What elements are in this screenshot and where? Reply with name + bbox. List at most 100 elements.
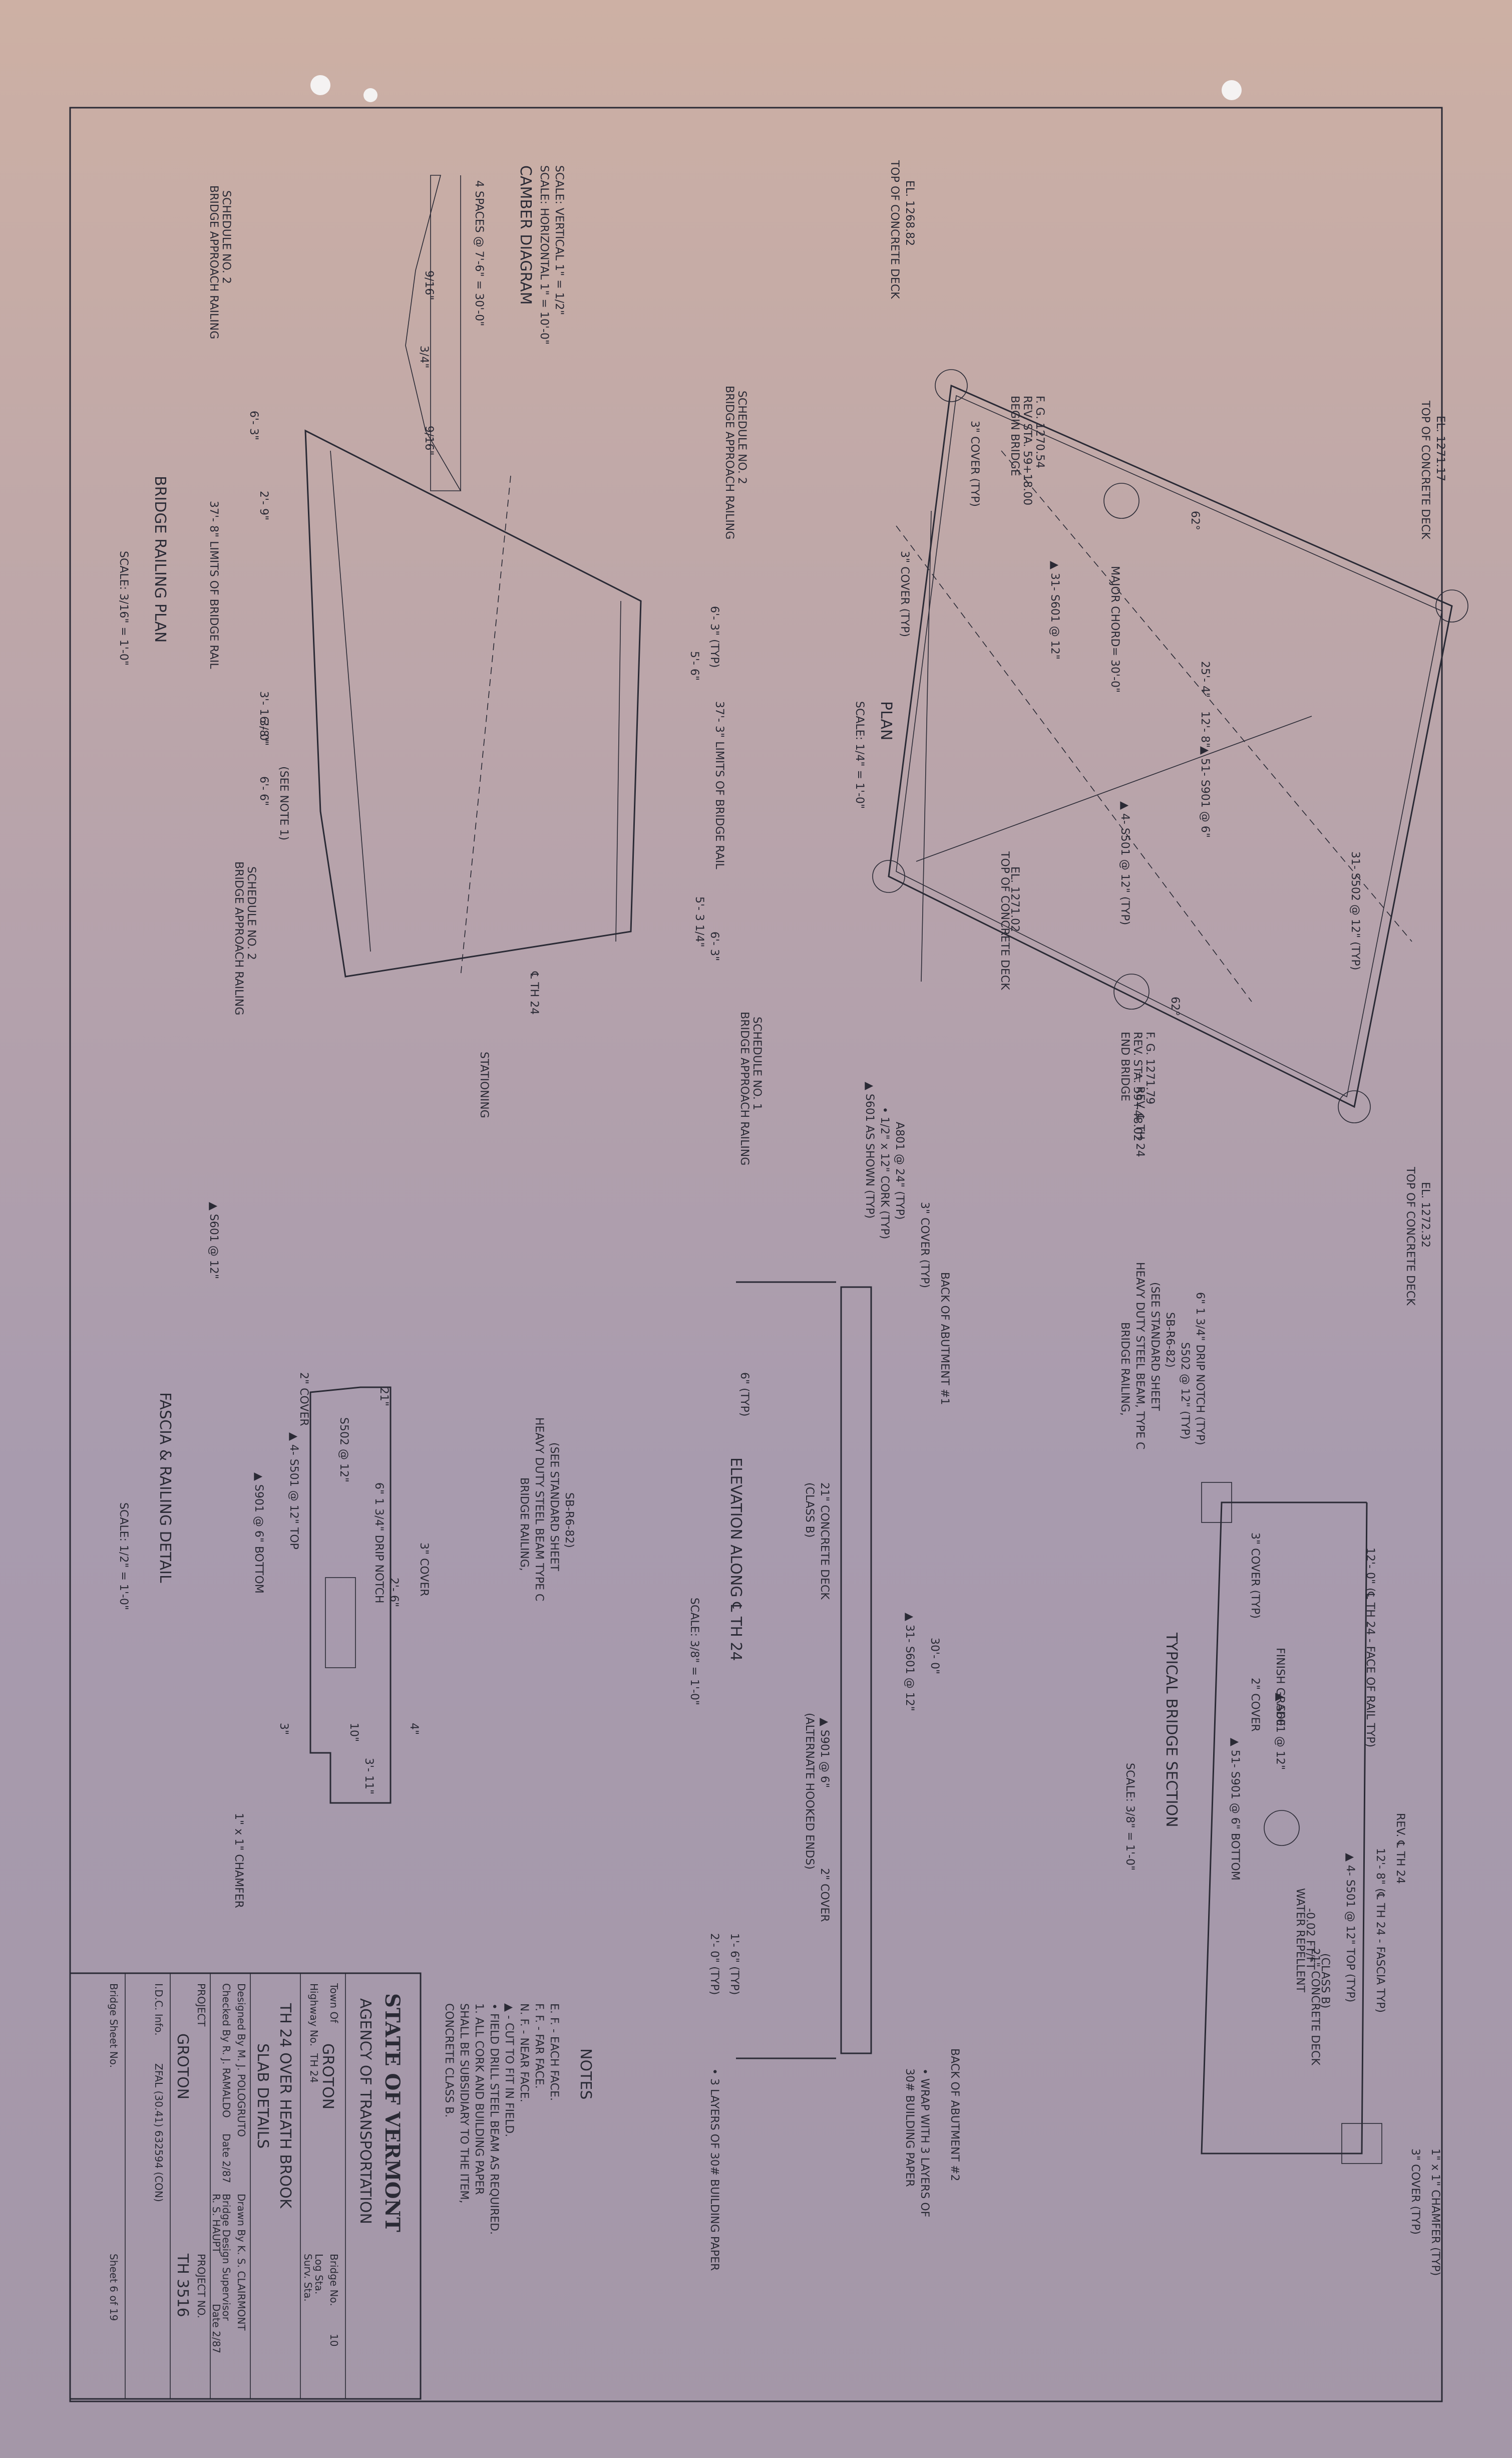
title-block-label: Town Of <box>328 1983 340 2023</box>
title-block-desc: SLAB DETAILS <box>254 2043 271 2148</box>
fascia-label: 2" COVER <box>297 1372 310 1426</box>
title-block-label: Bridge Design Supervisor <box>220 2194 232 2321</box>
corner-circle <box>872 860 905 893</box>
railing-line <box>330 450 371 952</box>
fascia-label: 10" <box>347 1723 360 1742</box>
fascia-scale: SCALE: 1/2" = 1'-0" <box>117 1502 130 1610</box>
note-item: E. F. - EACH FACE. <box>548 2003 560 2101</box>
plan-label: — REV. ℄ TH 24 <box>1133 1072 1146 1157</box>
camber-diagram: 9/16" 3/4" 9/16" 4 SPACES @ 7'-6" = 30'-… <box>405 165 565 491</box>
title-block-value: GROTON <box>319 2043 336 2109</box>
railing-line <box>615 600 621 942</box>
plan-label: ▲ 51- S901 @ 6" <box>1199 746 1211 838</box>
plan-label: 3" COVER (TYP) <box>898 551 911 637</box>
typical-section: BRIDGE RAILING, HEAVY DUTY STEEL BEAM, T… <box>1118 1262 1441 2276</box>
elevation-label: BACK OF ABUTMENT #1 <box>938 1272 951 1405</box>
elevation-label: • WRAP WITH 3 LAYERS OF <box>918 2068 931 2217</box>
punch-hole <box>1222 80 1242 100</box>
fascia-label: ▲ S901 @ 6" BOTTOM <box>252 1472 265 1594</box>
section-rail <box>1341 2123 1382 2164</box>
section-deck <box>1201 1501 1368 2155</box>
corner-circle <box>1435 589 1468 623</box>
plan-label: REV. STA. 59+48.02 <box>1131 1032 1144 1141</box>
note-item: F. F. - FAR FACE. <box>533 2003 545 2089</box>
slab-outline <box>888 384 1453 1108</box>
plan-dashed-line <box>896 525 1252 1002</box>
elevation-label: ▲ 31- S601 @ 12" <box>903 1613 916 1711</box>
railing-dim: 6'- 3" (TYP) <box>708 606 720 668</box>
title-block-agency: AGENCY OF TRANSPORTATION <box>356 1998 374 2224</box>
sheet-frame <box>69 75 1443 2402</box>
section-cl-circle <box>1264 1810 1300 1846</box>
plan-label: BEGIN BRIDGE <box>1008 396 1021 476</box>
elevation-label: • 1/2" x 12" CORK (TYP) <box>878 1107 891 1239</box>
punch-hole <box>310 75 330 95</box>
title-block-label: Date 2/87 <box>210 2304 222 2353</box>
camber-value: 9/16" <box>423 426 435 456</box>
title-block: STATE OF VERMONT AGENCY OF TRANSPORTATIO… <box>69 1972 422 2400</box>
plan-label: 31- S502 @ 12" (TYP) <box>1349 851 1361 970</box>
title-block-desc: TH 24 OVER HEATH BROOK <box>276 2003 294 2209</box>
title-block-label: I.D.C. Info. <box>153 1983 165 2036</box>
fascia-detail: ▲ S601 @ 12" 2" COVER ▲ 4- S501 @ 12" TO… <box>117 1202 575 1908</box>
plan-scale: SCALE: 1/4" = 1'-0" <box>853 701 866 809</box>
plan-label: TOP OF CONCRETE DECK <box>1404 1166 1416 1306</box>
elevation-title: ELEVATION ALONG ℄ TH 24 <box>727 1457 744 1661</box>
elevation-label: 3" COVER (TYP) <box>918 1202 931 1288</box>
station-circle <box>1113 974 1150 1010</box>
elevation-label: (ALTERNATE HOOKED ENDS) <box>803 1713 816 1870</box>
railing-dim: 5'- 3 1/4" <box>693 896 705 948</box>
railing-dim: 5'- 6" <box>688 651 700 681</box>
section-label: ▲ 51- S901 @ 6" BOTTOM <box>1229 1738 1241 1881</box>
railing-title: BRIDGE RAILING PLAN <box>151 476 169 643</box>
elevation-label: 1'- 6" (TYP) <box>728 1933 740 1995</box>
railing-label: SCHEDULE NO. 1 <box>750 1017 763 1110</box>
section-label: S502 @ 12" (TYP) <box>1179 1342 1191 1439</box>
railing-dim: 37'- 3" LIMITS OF BRIDGE RAIL <box>713 701 725 869</box>
station-circle <box>1103 483 1140 519</box>
railing-label: BRIDGE APPROACH RAILING <box>232 861 245 1015</box>
section-label: (CLASS B) <box>1319 1953 1331 2008</box>
elevation-scale: SCALE: 3/8" = 1'-0" <box>688 1598 700 1705</box>
fascia-label: 4" <box>408 1723 420 1735</box>
corner-circle <box>1338 1090 1371 1123</box>
note-item: CONCRETE CLASS B. <box>443 2003 455 2117</box>
section-label: (SEE STANDARD SHEET <box>1149 1282 1161 1411</box>
fascia-shape <box>309 1386 392 1804</box>
railing-dim: (SEE NOTE 1) <box>277 766 290 840</box>
plan-label: F. G. 1270.54 <box>1033 396 1046 468</box>
title-block-value: Sheet 6 of 19 <box>108 2254 120 2321</box>
camber-shape <box>405 175 462 491</box>
elevation-label: 21" CONCRETE DECK <box>818 1482 831 1600</box>
section-label: 12'- 0" (℄ TH 24 - FACE OF RAIL TYP) <box>1364 1548 1376 1747</box>
plan-label: 3" COVER (TYP) <box>968 421 981 507</box>
note-item: ▲ - CUT TO FIT IN FIELD. <box>503 2003 515 2137</box>
title-block-label: Checked By R. J. RAMALDO <box>220 1983 232 2118</box>
section-label: HEAVY DUTY STEEL BEAM, TYPE C <box>1133 1262 1146 1449</box>
title-block-label: Drawn By K. S. CLAIRMONT <box>235 2194 247 2331</box>
section-label: WATER REPELLENT <box>1294 1888 1306 1993</box>
railing-label: BRIDGE APPROACH RAILING <box>207 185 220 339</box>
title-block-value: TH 3516 <box>174 2253 191 2317</box>
plan-label: TOP OF CONCRETE DECK <box>888 160 901 299</box>
plan-title: PLAN <box>877 701 895 740</box>
railing-dim: 37'- 8" LIMITS OF BRIDGE RAIL <box>207 501 220 669</box>
corner-circle <box>935 369 968 402</box>
section-label: 1" x 1" CHAMFER (TYP) <box>1429 2148 1441 2276</box>
plan-label: 62° <box>1189 511 1201 530</box>
railing-label: ℄ TH 24 <box>528 971 540 1015</box>
railing-dim: 3'- 1 3/8" <box>257 691 270 742</box>
plan-label: ▲ 31- S601 @ 12" <box>1048 561 1061 660</box>
railing-label: STATIONING <box>478 1052 490 1118</box>
section-scale: SCALE: 3/8" = 1'-0" <box>1123 1763 1136 1871</box>
railing-label: SCHEDULE NO. 2 <box>220 190 232 284</box>
railing-scale: SCALE: 3/16" = 1'-0" <box>117 551 130 666</box>
fascia-label: ▲ 4- S501 @ 12" TOP <box>287 1432 300 1550</box>
punch-hole <box>363 88 377 102</box>
slab-outline-inner <box>896 395 1442 1098</box>
elevation-label: 30# BUILDING PAPER <box>903 2068 916 2187</box>
section-label: REV. ℄ TH 24 <box>1394 1813 1406 1884</box>
note-item: 1. ALL CORK AND BUILDING PAPER <box>473 2003 485 2195</box>
fascia-title: FASCIA & RAILING DETAIL <box>156 1392 174 1583</box>
